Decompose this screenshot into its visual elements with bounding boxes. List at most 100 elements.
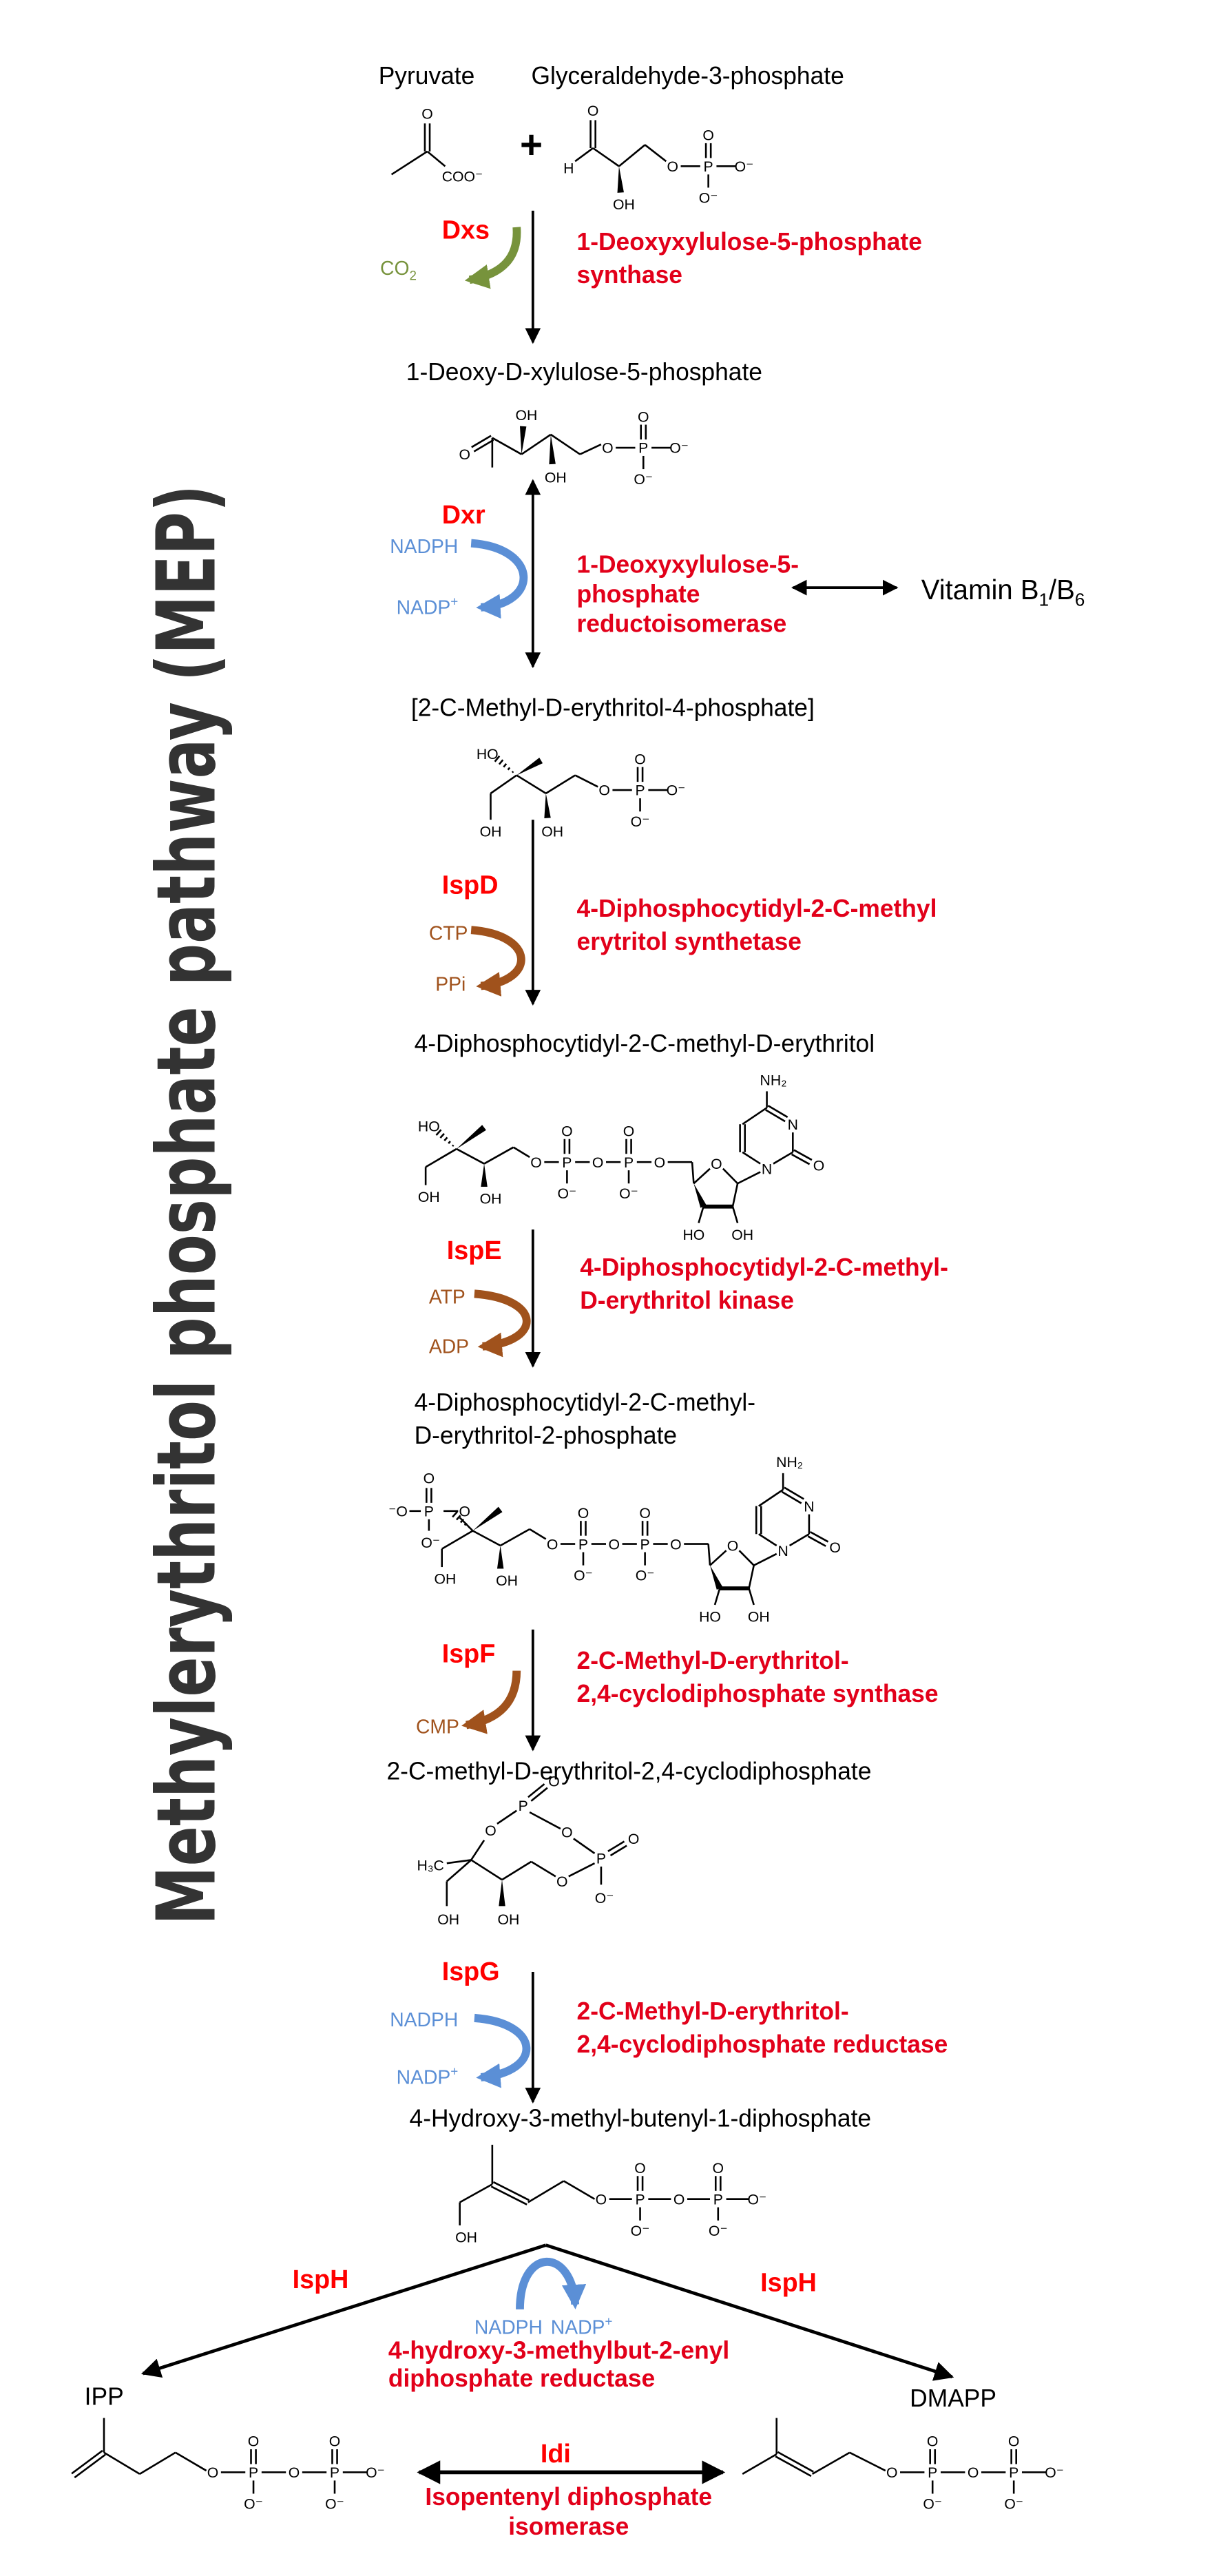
enzyme-isph-name-1: 4-hydroxy-3-methylbut-2-enyl (388, 2336, 729, 2364)
bond (550, 433, 581, 455)
atom-label: P (635, 782, 645, 799)
co2-subscript: 2 (410, 269, 417, 283)
atom-label: OH (437, 1911, 459, 1928)
bond (742, 1107, 768, 1125)
bond (500, 1528, 530, 1547)
bond (574, 147, 594, 163)
wedge-bond (549, 434, 556, 465)
atom-label: O⁻ (1045, 2464, 1064, 2481)
wedge-bond (693, 1183, 707, 1208)
nadph-arc-ispg (474, 2013, 531, 2088)
cofactor-nadp-ispg: NADP+ (397, 2064, 459, 2088)
bond (809, 1530, 829, 1543)
enzyme-ispd-name-1: 4-Diphosphocytidyl-2-C-methyl (577, 895, 937, 922)
enzyme-idi-name-2: isomerase (508, 2513, 629, 2540)
bond (441, 1530, 474, 1550)
atom-label: O (424, 1471, 435, 1487)
bond (807, 1535, 826, 1547)
vitamin-mid: /B (1049, 574, 1075, 605)
atom-label: P (638, 440, 648, 457)
bond (452, 1144, 454, 1147)
bond (742, 1151, 761, 1165)
atom-label: O (886, 2464, 898, 2481)
atom-label: P (635, 2191, 645, 2208)
bond (758, 1533, 777, 1547)
atom-label: O (578, 1505, 589, 1521)
atom-label: OH (480, 1190, 502, 1207)
bond (722, 1167, 739, 1185)
atom-label: NH₂ (776, 1454, 803, 1471)
bond (777, 2451, 814, 2473)
bond (592, 147, 620, 167)
atom-label: O (711, 1156, 722, 1172)
atom-label: O⁻ (421, 1535, 440, 1551)
bond (492, 437, 522, 455)
atom-label: O⁻ (1004, 2495, 1023, 2512)
atom-label: O (1008, 2433, 1020, 2450)
atom-label: P (562, 1154, 572, 1171)
bond (731, 1183, 739, 1207)
atom-label: P (928, 2464, 937, 2481)
bond (139, 2451, 176, 2475)
nadph-arc-isph (516, 2257, 587, 2309)
vitamin-b1-b6-label: Vitamin B1/B6 (921, 574, 1085, 610)
atom-label: OH (480, 823, 502, 840)
enzyme-ispg-name-1: 2-C-Methyl-D-erythritol- (577, 1997, 849, 2025)
atom-label: O (813, 1157, 825, 1174)
atom-label: O⁻ (631, 2223, 650, 2239)
atom-label: OH (435, 1570, 457, 1587)
bond (618, 144, 646, 167)
atom-label: O⁻ (667, 782, 686, 799)
atom-label: N (762, 1161, 772, 1177)
bond (446, 1859, 472, 1865)
atom-label: O⁻ (595, 1890, 614, 1907)
atom-label: P (424, 1503, 434, 1519)
atom-label: O (598, 782, 610, 799)
atom-label: HO (477, 746, 499, 762)
enzyme-dxs-name-1: 1-Deoxyxylulose-5-phosphate (577, 228, 922, 256)
bond (443, 1136, 448, 1141)
atom-label: O (459, 1503, 470, 1519)
atom-label: O (561, 1123, 573, 1139)
atom-label: O⁻ (735, 158, 754, 175)
atom-label: O (561, 1824, 573, 1840)
atom-label: P (624, 1154, 634, 1171)
atom-label: O (634, 2160, 646, 2177)
atom-label: OH (455, 2229, 477, 2245)
bond (758, 1488, 784, 1507)
enzyme-ispg-name-2: 2,4-cyclodiphosphate reductase (577, 2030, 948, 2058)
bond (753, 1552, 777, 1566)
atom-label: H₃C (417, 1857, 444, 1873)
cofactor-nadph-dxr: NADPH (390, 536, 458, 558)
bond (501, 1860, 532, 1881)
wedge-bond (456, 1125, 486, 1150)
enzyme-ispe-name-2: D-erythritol kinase (580, 1287, 794, 1314)
bond (471, 435, 492, 448)
enzyme-dxr: Dxr (442, 501, 485, 530)
atom-label: N (777, 1543, 788, 1559)
vitamin-prefix: Vitamin B (921, 574, 1039, 605)
atom-label: NH₂ (760, 1072, 787, 1088)
atom-label: N (804, 1498, 814, 1515)
compound-cdpmep-label-1: 4-Diphosphocytidyl-2-C-methyl- (415, 1389, 755, 1416)
atom-label: O⁻ (748, 2191, 767, 2208)
arrow-isph-dmapp (545, 2243, 954, 2381)
cofactor-arcs (461, 227, 587, 2309)
cofactor-cmp: CMP (416, 1716, 459, 1738)
bond (713, 1588, 721, 1606)
bond (731, 1206, 739, 1223)
bond (459, 2183, 493, 2203)
atom-label: O (587, 103, 599, 119)
atom-label: O (667, 158, 678, 175)
enzyme-dxr-name-3: reductoisomerase (577, 610, 787, 637)
atom-label: O (596, 2191, 607, 2208)
atom-label: O⁻ (669, 440, 689, 457)
atom-label: OH (515, 407, 537, 424)
bond (435, 1129, 442, 1136)
bond (693, 1167, 711, 1185)
bond (784, 1486, 804, 1500)
wedge-bond (519, 426, 527, 455)
